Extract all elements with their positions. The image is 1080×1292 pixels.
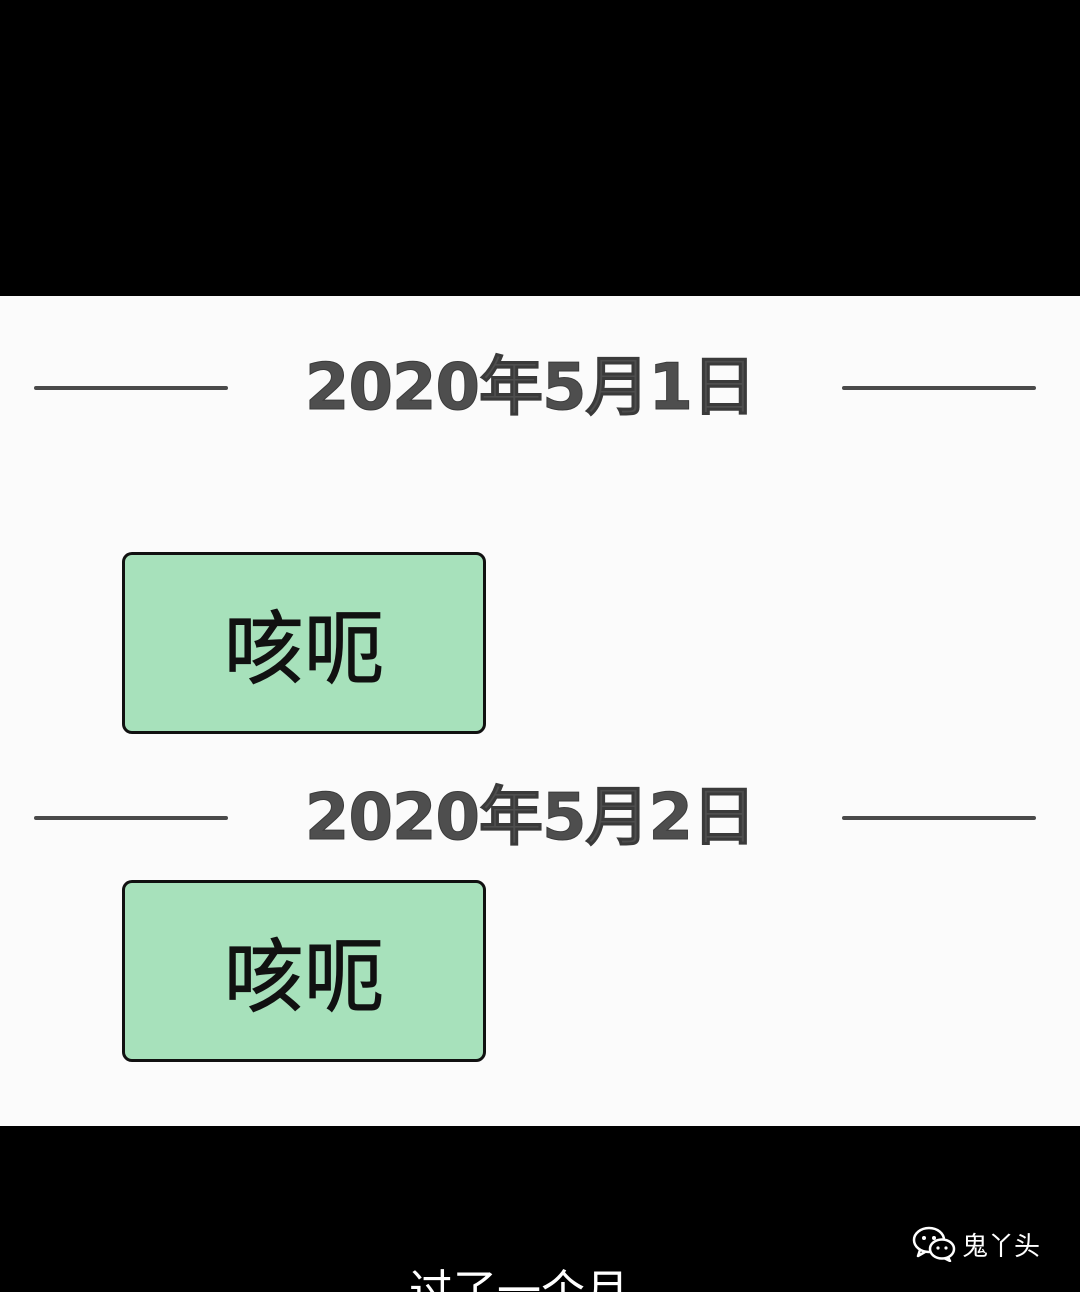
message-bubble: 咳呃: [122, 880, 486, 1062]
watermark-label: 鬼丫头: [962, 1231, 1041, 1262]
message-text: 咳呃: [224, 931, 385, 1025]
date-divider: 2020年5月2日: [0, 778, 1080, 858]
date-label: 2020年5月2日: [304, 781, 756, 856]
comic-panel: 2020年5月1日 咳呃 2020年5月2日 咳呃: [0, 296, 1080, 1126]
date-divider: 2020年5月1日: [0, 348, 1080, 428]
caption-text: 过了一个月...: [409, 1266, 671, 1292]
wechat-icon: [912, 1226, 956, 1262]
divider-line-left: [34, 386, 228, 390]
message-bubble: 咳呃: [122, 552, 486, 734]
date-label: 2020年5月1日: [304, 351, 756, 426]
divider-line-right: [842, 386, 1036, 390]
message-text: 咳呃: [224, 603, 385, 697]
watermark: 鬼丫头: [912, 1224, 1040, 1264]
divider-line-left: [34, 816, 228, 820]
divider-line-right: [842, 816, 1036, 820]
